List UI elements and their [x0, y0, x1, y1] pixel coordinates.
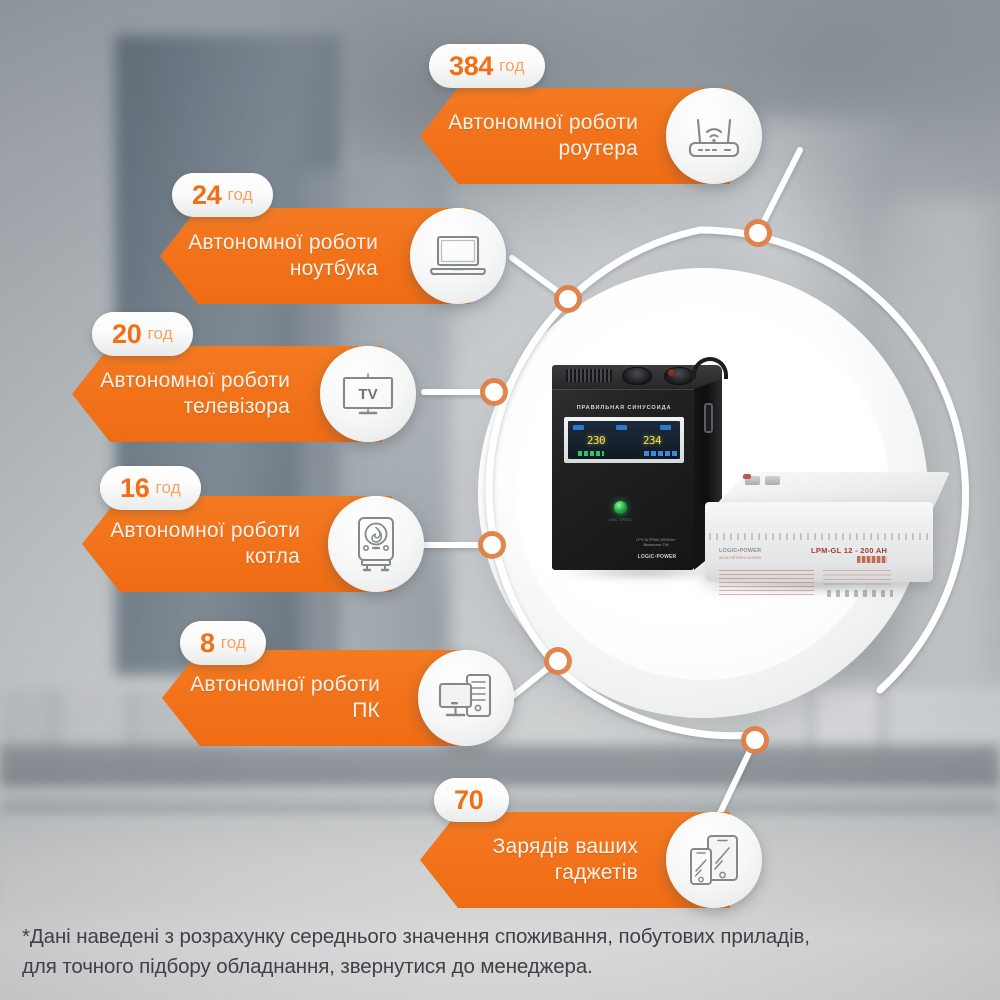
ups-vent — [566, 369, 612, 382]
ups-device: ПРАВИЛЬНАЯ СИНУСОИДА 230 234 UNC SPEED L… — [552, 357, 728, 570]
callout-boiler-unit: год — [155, 478, 181, 497]
battery-brand-logo: LOGIC•POWER — [719, 548, 761, 554]
callout-laptop-value: 24 — [192, 179, 222, 210]
ups-red-button — [668, 369, 675, 376]
battery-device: LOGIC•POWER АКУМУЛЯТОРНІ БАТАРЕЇ LPM-GL … — [705, 472, 950, 597]
ups-display-bezel: 230 234 — [564, 417, 684, 463]
battery-terminal-cap — [743, 474, 751, 479]
battery-brand-right: POWER — [739, 548, 762, 554]
ups-power-cable — [692, 357, 728, 379]
callout-pc-unit: год — [220, 633, 247, 652]
callout-router-unit: год — [499, 56, 525, 75]
callout-tv-badge[interactable]: 20 год — [92, 312, 193, 356]
lcd-bargraph-right — [644, 451, 678, 456]
ups-lcd-screen: 230 234 — [568, 421, 680, 459]
background-band-upper — [0, 745, 1000, 787]
callout-gadgets-badge[interactable]: 70 — [434, 778, 510, 822]
ups-socket-1 — [622, 367, 652, 385]
ups-sine-label: ПРАВИЛЬНАЯ СИНУСОИДА — [576, 405, 672, 411]
callout-laptop-banner[interactable]: Автономної роботи ноутбука — [160, 208, 470, 304]
boiler-icon[interactable] — [328, 496, 424, 592]
callout-pc-value: 8 — [200, 627, 215, 658]
ups-brand-left: LOGIC — [637, 554, 655, 560]
battery-brand-left: LOGIC — [719, 548, 738, 554]
callout-router-badge[interactable]: 384 год — [429, 44, 545, 88]
callout-laptop-unit: год — [227, 185, 253, 204]
product-photo-group: ПРАВИЛЬНАЯ СИНУСОИДА 230 234 UNC SPEED L… — [520, 350, 990, 620]
ups-led-label: UNC SPEED — [609, 518, 633, 522]
battery-brand-sub: АКУМУЛЯТОРНІ БАТАРЕЇ — [719, 556, 762, 560]
callout-laptop-badge[interactable]: 24 год — [172, 173, 273, 217]
callout-tv-unit: год — [147, 324, 173, 343]
lcd-indicator-1 — [573, 425, 584, 430]
battery-body: LOGIC•POWER АКУМУЛЯТОРНІ БАТАРЕЇ LPM-GL … — [705, 502, 933, 597]
battery-ridge — [709, 533, 929, 540]
callout-laptop-text: Автономної роботи ноутбука — [188, 230, 378, 280]
ups-handle — [704, 403, 713, 433]
lcd-value-input: 230 — [586, 433, 606, 447]
footnote-disclaimer: *Дані наведені з розрахунку середнього з… — [22, 925, 810, 978]
battery-terminal-negative — [765, 476, 780, 485]
svg-text:TV: TV — [358, 386, 377, 403]
battery-spec-text-block-2 — [823, 570, 891, 586]
lcd-value-output: 234 — [642, 433, 662, 447]
callout-gadgets-text: Зарядів ваших гаджетів — [492, 834, 638, 884]
callout-router-text: Автономної роботи роутера — [448, 110, 638, 160]
battery-certification-icons — [827, 590, 893, 597]
lcd-bargraph-left — [578, 451, 604, 456]
callout-tv-value: 20 — [112, 318, 142, 349]
ups-status-led — [614, 501, 627, 514]
callout-router-value: 384 — [449, 50, 494, 81]
battery-model-badge — [857, 556, 887, 563]
ups-brand-right: POWER — [656, 554, 677, 560]
callout-boiler-text: Автономної роботи котла — [110, 518, 300, 568]
callout-tv-text: Автономної роботи телевізора — [100, 368, 290, 418]
callout-gadgets-value: 70 — [454, 784, 484, 815]
callout-boiler-badge[interactable]: 16 год — [100, 466, 201, 510]
background-footer-band — [0, 905, 1000, 1000]
ups-model-label: LPY-W-PSW-1500Va+ Включати ТМ — [636, 537, 676, 548]
callout-pc-badge[interactable]: 8 год — [180, 621, 267, 665]
callout-pc-text: Автономної роботи ПК — [190, 672, 380, 722]
battery-spec-text-block — [719, 570, 814, 596]
ups-front-face: ПРАВИЛЬНАЯ СИНУСОИДА 230 234 UNC SPEED L… — [552, 389, 694, 570]
lcd-indicator-3 — [660, 425, 671, 430]
lcd-indicator-2 — [616, 425, 627, 430]
smartphone-tablet-icon[interactable] — [666, 812, 762, 908]
desktop-pc-icon[interactable] — [418, 650, 514, 746]
tv-icon[interactable]: TV — [320, 346, 416, 442]
router-icon[interactable] — [666, 88, 762, 184]
battery-model-label: LPM-GL 12 - 200 AH — [811, 546, 888, 555]
ups-brand-logo: LOGIC•POWER — [630, 554, 684, 560]
callout-boiler-value: 16 — [120, 472, 150, 503]
laptop-icon[interactable] — [410, 208, 506, 304]
